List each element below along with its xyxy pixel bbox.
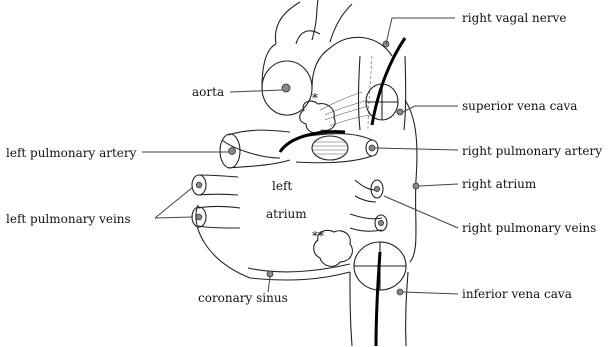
label-superior-vena-cava: superior vena cava <box>462 99 577 113</box>
ganglion-upper: * <box>300 91 335 133</box>
label-right-atrium: right atrium <box>462 177 537 191</box>
right-pulmonary-veins-vessels <box>350 180 387 231</box>
left-pulmonary-veins-vessels <box>192 175 240 228</box>
label-left-pulmonary-artery: left pulmonary artery <box>6 146 137 160</box>
cardiac-fibers <box>320 92 370 126</box>
label-right-pulmonary-veins: right pulmonary veins <box>462 221 596 235</box>
single-asterisk-marker: * <box>312 91 318 105</box>
left-pulmonary-artery-marker <box>229 148 236 155</box>
label-inferior-vena-cava: inferior vena cava <box>462 287 572 301</box>
right-atrium-marker <box>413 183 419 189</box>
label-aorta: aorta <box>192 85 224 99</box>
label-coronary-sinus: coronary sinus <box>198 291 288 305</box>
inferior-vena-cava-vessel <box>350 242 408 346</box>
left-pulmonary-artery-vessel <box>220 130 290 168</box>
superior-vena-cava-marker <box>397 109 403 115</box>
label-left-atrium-line1: left <box>272 179 292 193</box>
label-left-atrium-line2: atrium <box>266 207 307 221</box>
inferior-vena-cava-marker <box>397 289 403 295</box>
label-right-vagal-nerve: right vagal nerve <box>462 11 567 25</box>
aorta-marker <box>282 84 290 92</box>
double-asterisk-marker: ** <box>312 229 324 243</box>
coronary-sinus-marker <box>267 271 273 277</box>
aorta-vessel <box>262 44 330 115</box>
right-pulmonary-artery-marker <box>369 145 375 151</box>
right-pulmonary-artery-vessel <box>280 132 378 163</box>
ganglion-lower: ** <box>312 229 352 266</box>
leader-lines <box>142 18 458 294</box>
label-right-pulmonary-artery: right pulmonary artery <box>462 144 602 158</box>
label-left-pulmonary-veins: left pulmonary veins <box>6 212 131 226</box>
